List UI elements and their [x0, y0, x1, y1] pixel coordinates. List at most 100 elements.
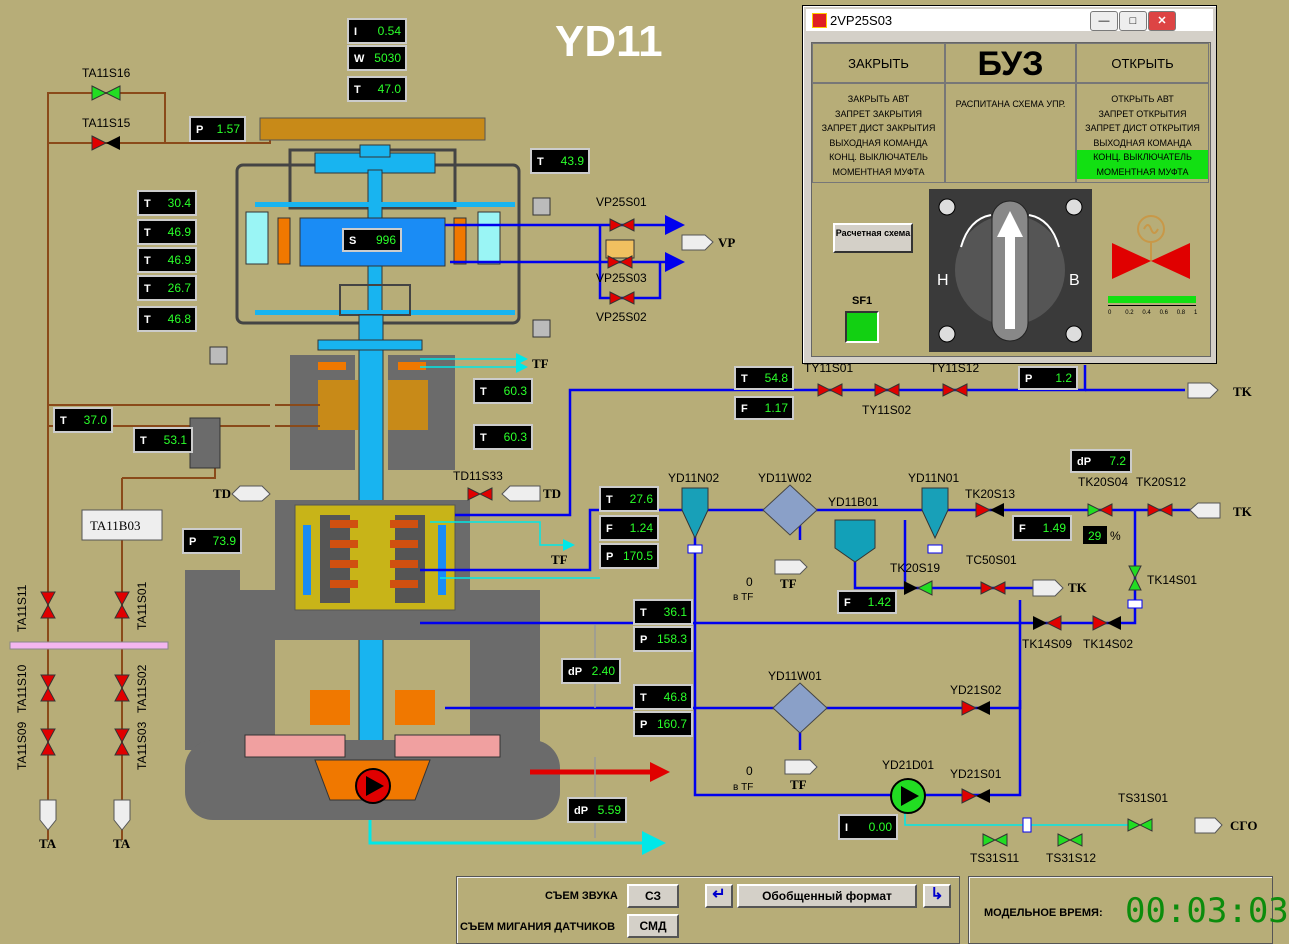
- valve-tc50s01: [980, 581, 1006, 595]
- readout-letter: F: [741, 403, 748, 415]
- blink-reset-button[interactable]: СМД: [627, 914, 679, 938]
- calc-scheme-button[interactable]: Расчетная схема: [833, 223, 913, 253]
- rotary-switch[interactable]: Н В: [929, 189, 1092, 352]
- valve-ts31s01: [1127, 818, 1153, 832]
- readout-value: 43.9: [561, 154, 585, 168]
- readout-value: 46.9: [168, 225, 192, 239]
- readout-letter: T: [60, 415, 67, 427]
- close-status-cell: ЗАКРЫТЬ АВТ ЗАПРЕТ ЗАКРЫТИЯ ЗАПРЕТ ДИСТ …: [812, 83, 945, 183]
- readout-value: 2.40: [592, 664, 616, 678]
- label-tf2: TF: [551, 552, 568, 567]
- label-ts31s11: TS31S11: [970, 851, 1019, 865]
- label-tf4: TF: [790, 777, 807, 792]
- sf1-indicator[interactable]: [845, 311, 879, 343]
- readout-value: 30.4: [168, 196, 192, 210]
- window-titlebar[interactable]: 2VP25S03 — □ ✕: [806, 9, 1213, 31]
- readout-letter: T: [144, 283, 151, 295]
- readout-letter: S: [349, 235, 356, 247]
- maximize-button[interactable]: □: [1119, 11, 1147, 31]
- open-header: ОТКРЫТЬ: [1111, 56, 1174, 71]
- label-ty11s01: TY11S01: [804, 361, 853, 375]
- minimize-button[interactable]: —: [1090, 11, 1118, 31]
- readout-value: 1.2: [1055, 371, 1072, 385]
- buz-cell: БУЗ: [945, 43, 1076, 83]
- general-format-button[interactable]: Обобщенный формат: [737, 884, 917, 908]
- open-header-cell[interactable]: ОТКРЫТЬ: [1076, 43, 1209, 83]
- valve-vp25s02: [609, 291, 635, 305]
- valve-tk20s04: [1087, 503, 1113, 517]
- filter-yd11n01: [921, 487, 949, 554]
- close-header: ЗАКРЫТЬ: [848, 56, 909, 71]
- heat-exchanger-yd11w02: [762, 484, 818, 536]
- label-yd11n01: YD11N01: [908, 471, 959, 485]
- open-status-line: КОНЦ. ВЫКЛЮЧАТЕЛЬ: [1077, 150, 1208, 165]
- sound-reset-button[interactable]: СЗ: [627, 884, 679, 908]
- readout-letter: T: [537, 156, 544, 168]
- percent-value: 29: [1088, 529, 1102, 543]
- label-tc50s01: TC50S01: [966, 553, 1017, 567]
- readout-value: 1.57: [217, 122, 241, 136]
- readout-letter: T: [144, 198, 151, 210]
- readout-t-304: T 30.4: [137, 190, 197, 216]
- valve-ta11s01: [114, 591, 130, 619]
- label-yd11n02: YD11N02: [668, 471, 719, 485]
- close-header-cell[interactable]: ЗАКРЫТЬ: [812, 43, 945, 83]
- close-status-line: МОМЕНТНАЯ МУФТА: [832, 166, 925, 177]
- scale-tick-label: 0: [1108, 310, 1112, 316]
- valve-ta11s11: [40, 591, 56, 619]
- valve-tk14s01: [1128, 565, 1142, 591]
- label-vtf2: в TF: [733, 782, 753, 793]
- readout-value: 7.2: [1109, 454, 1126, 468]
- blink-label: СЪЕМ МИГАНИЯ ДАТЧИКОВ: [460, 921, 616, 933]
- readout-value: 0.00: [869, 820, 893, 834]
- sf1-label: SF1: [852, 295, 873, 307]
- close-window-button[interactable]: ✕: [1148, 11, 1176, 31]
- readout-letter: dP: [574, 805, 588, 817]
- open-status-line: ВЫХОДНАЯ КОМАНДА: [1093, 137, 1192, 148]
- pump-yd21d01: [890, 778, 926, 814]
- label-ta1: TA: [39, 836, 57, 851]
- label-ty11s02: TY11S02: [862, 403, 911, 417]
- label-td1: TD: [213, 486, 231, 501]
- label-zero2: 0: [746, 764, 753, 778]
- valve-tk14s02: [1092, 615, 1121, 631]
- readout-value: 27.6: [630, 492, 654, 506]
- buz-label: БУЗ: [977, 45, 1044, 83]
- label-ts31s12: TS31S12: [1046, 851, 1096, 865]
- close-status-line: ЗАКРЫТЬ АВТ: [847, 94, 910, 104]
- scale-tick-label: 0.8: [1176, 310, 1186, 316]
- valve-yd21s02: [961, 700, 990, 716]
- mid-status-cell: РАСПИТАНА СХЕМА УПР.: [945, 83, 1076, 183]
- label-ta11s16: TA11S16: [82, 66, 131, 80]
- tank-yd11b01: [834, 519, 876, 563]
- filter-yd11n02: [681, 487, 709, 554]
- label-td11s33: TD11S33: [453, 469, 503, 483]
- heat-exchanger-yd11w01: [772, 682, 828, 734]
- close-status-line: ВЫХОДНАЯ КОМАНДА: [829, 137, 928, 148]
- mid-status-line: РАСПИТАНА СХЕМА УПР.: [955, 99, 1066, 109]
- forward-arrow-button[interactable]: ↳: [923, 884, 951, 908]
- back-arrow-button[interactable]: ↵: [705, 884, 733, 908]
- readout-letter: F: [1019, 523, 1026, 535]
- valve-tk20s13: [975, 502, 1004, 518]
- close-status-line: ЗАПРЕТ ДИСТ ЗАКРЫТИЯ: [821, 123, 936, 133]
- position-bar-fill: [1108, 296, 1196, 303]
- open-status-line: ЗАПРЕТ ДИСТ ОТКРЫТИЯ: [1085, 123, 1200, 133]
- position-bar-track: [1108, 296, 1196, 303]
- label-ta11s02: TA11S02: [135, 664, 149, 713]
- label-yd11w01: YD11W01: [768, 669, 822, 683]
- readout-value: 36.1: [664, 605, 688, 619]
- window-icon: [812, 13, 827, 28]
